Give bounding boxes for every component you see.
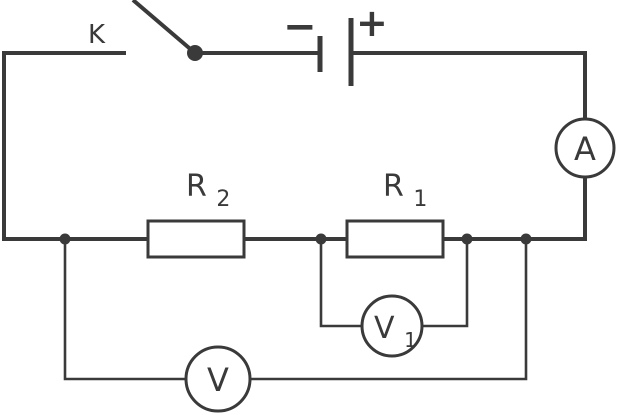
resistor-r1-label: R 1	[383, 169, 427, 212]
wire-left-loop	[2, 51, 148, 241]
voltmeter-v-circle	[184, 345, 252, 413]
resistor-r2-body	[146, 219, 246, 259]
voltmeter-v1-label: V 1	[374, 311, 417, 352]
ammeter-label: A	[574, 130, 596, 168]
wire-ammeter-to-bottom	[444, 177, 587, 241]
voltmeter-v1-label-main: V	[374, 311, 395, 346]
voltmeter-v1: V 1	[319, 239, 469, 358]
resistor-r2-label: R 2	[186, 169, 230, 212]
ammeter-circle	[554, 117, 616, 179]
voltmeter-v-wires	[63, 239, 528, 381]
switch-label: K	[88, 20, 106, 50]
resistor-r2-label-sub: 2	[216, 187, 230, 212]
battery-plus-label: +	[356, 1, 388, 45]
switch-pivot	[187, 45, 203, 61]
resistor-r1: R 1	[345, 169, 445, 259]
voltmeter-v: V	[63, 239, 528, 413]
ammeter: A	[554, 117, 616, 179]
resistor-r1-label-sub: 1	[413, 187, 427, 212]
resistor-r1-label-main: R	[383, 169, 404, 204]
switch-k: K	[88, 0, 203, 61]
battery: − +	[283, 1, 388, 86]
voltmeter-v-label: V	[207, 361, 229, 399]
battery-minus-label: −	[283, 4, 317, 50]
main-loop-wires	[2, 51, 587, 241]
resistor-r2-label-main: R	[186, 169, 207, 204]
voltmeter-v1-wires	[319, 239, 469, 328]
switch-blade	[131, 0, 197, 55]
voltmeter-v1-label-sub: 1	[404, 328, 417, 352]
resistor-r2: R 2	[146, 169, 246, 259]
resistor-r1-body	[345, 219, 445, 259]
voltmeter-v1-circle	[360, 294, 424, 358]
wire-battery-to-ammeter	[353, 51, 587, 120]
